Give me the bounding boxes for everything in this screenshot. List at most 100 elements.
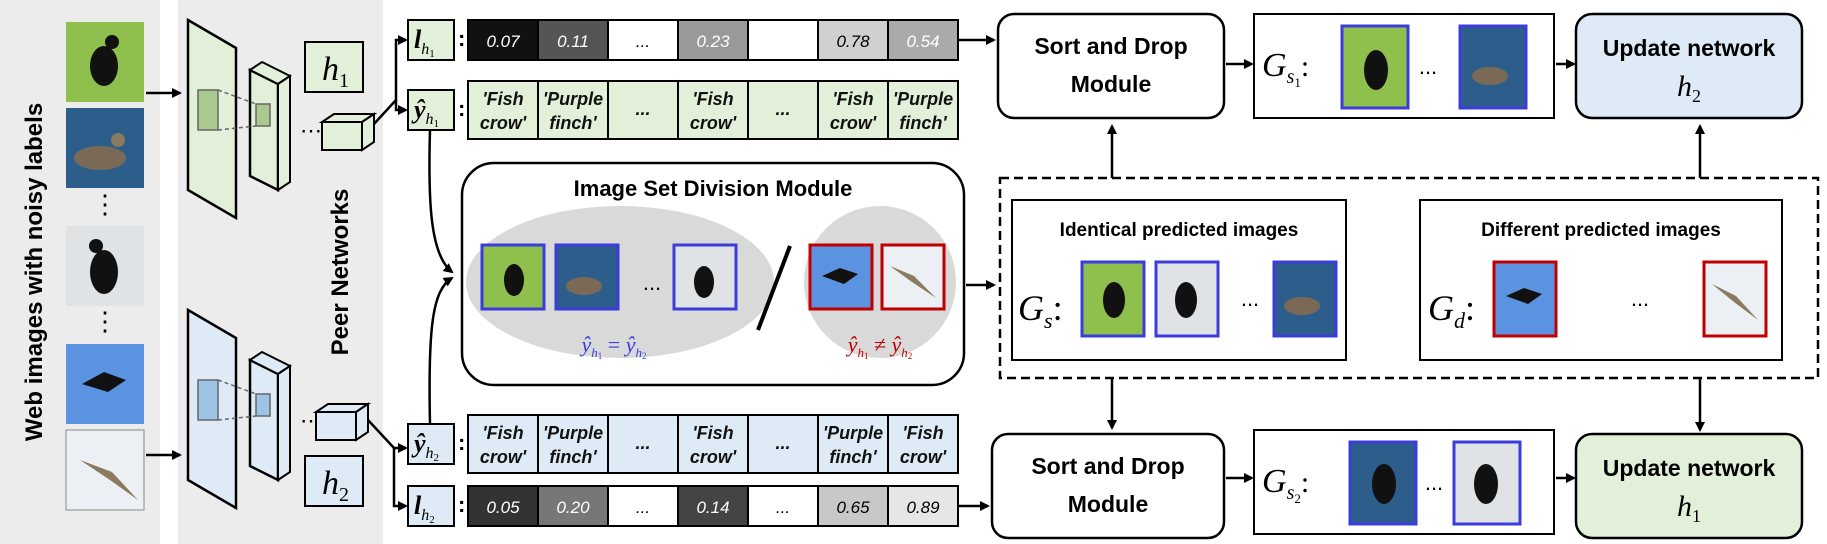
loss-cell — [677, 19, 749, 61]
gs1-duck-image — [1458, 24, 1528, 110]
division-duck-image — [554, 243, 620, 311]
division-crow-image-2 — [672, 243, 738, 311]
svg-text:lh1: lh1 — [414, 25, 435, 60]
prediction-cell — [677, 414, 749, 474]
svg-text::: : — [458, 96, 465, 121]
loss-h2-symbol: lh2 : — [407, 485, 465, 527]
loss-cell — [467, 19, 539, 61]
loss-value: ... — [776, 498, 790, 517]
prediction-ellipsis: ... — [635, 99, 650, 119]
prediction-label-line1: 'Fish — [902, 423, 943, 443]
svg-text:ŷh2: ŷh2 — [411, 429, 439, 464]
prediction-label-line1: 'Purple — [543, 423, 603, 443]
svg-text:ŷh1: ŷh1 — [411, 95, 439, 130]
gs1-symbol: Gs1: — [1262, 47, 1309, 90]
different-title: Different predicted images — [1481, 220, 1721, 241]
prediction-label-line2: crow' — [480, 447, 527, 467]
gs1-dots: ... — [1419, 54, 1437, 79]
gs-duck-image — [1272, 260, 1338, 338]
division-title: Image Set Division Module — [574, 176, 853, 201]
prediction-row-h2: 'Fishcrow''Purplefinch'...'Fishcrow'...'… — [467, 414, 959, 474]
gd-symbol: Gd: — [1428, 288, 1475, 333]
prediction-label-line2: finch' — [899, 113, 947, 133]
prediction-cell — [537, 80, 609, 140]
prediction-cell — [607, 414, 679, 474]
loss-cell — [817, 485, 889, 527]
loss-value: 0.14 — [696, 498, 729, 517]
image-set-division-module: Image Set Division Module ... ŷh1 = ŷh2 … — [460, 161, 966, 387]
update-bottom-net: h1 — [1677, 490, 1701, 526]
update-network-h2: Update network h2 — [1574, 12, 1804, 120]
sort-drop-top-line2: Module — [1071, 71, 1152, 97]
prediction-cell — [467, 414, 539, 474]
prediction-label-line1: 'Fish — [692, 423, 733, 443]
prediction-row-h1: 'Fishcrow''Purplefinch'...'Fishcrow'...'… — [467, 80, 959, 140]
prediction-label-line1: 'Fish — [482, 89, 523, 109]
equal-predictions-label: ŷh1 = ŷh2 — [580, 332, 647, 361]
loss-value: 0.78 — [836, 32, 870, 51]
gd-dots: ... — [1631, 286, 1649, 311]
svg-text:lh2: lh2 — [414, 491, 435, 526]
loss-value: 0.23 — [696, 32, 730, 51]
prediction-label-line2: finch' — [829, 447, 877, 467]
gs2-symbol: Gs2: — [1262, 463, 1309, 506]
loss-cell — [537, 485, 609, 527]
loss-value: ... — [636, 32, 650, 51]
update-top-label: Update network — [1603, 35, 1776, 61]
sort-drop-bottom-line1: Sort and Drop — [1031, 453, 1184, 479]
gs1-crow-image — [1340, 24, 1410, 110]
network-dots-h1: ⋯ — [300, 118, 322, 143]
svg-text::: : — [458, 492, 465, 517]
arrow-h1-to-pred — [394, 100, 408, 115]
gs-crow-image — [1080, 260, 1146, 338]
division-dots: ... — [643, 270, 661, 295]
prediction-label-line2: crow' — [690, 113, 737, 133]
sort-drop-module-top: Sort and Drop Module — [996, 12, 1226, 120]
prediction-label-line1: 'Fish — [832, 89, 873, 109]
sort-drop-top-line1: Sort and Drop — [1034, 33, 1187, 59]
prediction-ellipsis: ... — [635, 433, 650, 453]
arrow-h1-to-loss — [373, 35, 408, 125]
prediction-label-line2: finch' — [549, 113, 597, 133]
prediction-label-line1: 'Purple — [893, 89, 953, 109]
loss-value: 0.54 — [906, 32, 939, 51]
network-h2: ⋯ h2 — [186, 307, 372, 511]
gs-crow-image-2 — [1154, 260, 1220, 338]
h2-label-box — [304, 455, 364, 507]
gs2-crow-image — [1348, 440, 1418, 526]
prediction-label-line1: 'Fish — [692, 89, 733, 109]
arrow-h2-to-loss — [392, 448, 408, 511]
arrow-pred-h1-to-division — [428, 129, 454, 274]
h1-label: h1 — [322, 51, 349, 92]
network-h1: ⋯ h1 — [186, 17, 378, 221]
crow-thumbnail-2 — [66, 226, 144, 306]
vertical-dots-2: ⋮ — [92, 306, 118, 336]
update-network-h1: Update network h1 — [1574, 432, 1804, 540]
loss-value: ... — [636, 498, 650, 517]
loss-value: 0.65 — [836, 498, 870, 517]
sort-drop-bottom-line2: Module — [1068, 491, 1149, 517]
gs2-dots: ... — [1425, 470, 1443, 495]
peer-networks-label: Peer Networks — [327, 189, 354, 356]
prediction-cell — [887, 80, 959, 140]
groups-dashed-container — [998, 176, 1820, 380]
vertical-dots-1: ⋮ — [92, 189, 118, 219]
prediction-label-line2: crow' — [480, 113, 527, 133]
loss-h1-symbol: lh1 : — [407, 19, 465, 61]
gd-albatross-image — [1702, 260, 1768, 338]
h2-label: h2 — [322, 465, 349, 506]
loss-cell — [467, 485, 539, 527]
prediction-label-line1: 'Purple — [543, 89, 603, 109]
prediction-label-line2: crow' — [690, 447, 737, 467]
sort-drop-module-bottom: Sort and Drop Module — [990, 432, 1226, 540]
loss-cell — [537, 19, 609, 61]
pred-h2-symbol: ŷh2 : — [407, 423, 465, 465]
arrow-pred-h2-to-division — [428, 276, 454, 425]
prediction-cell — [817, 80, 889, 140]
albatross-thumbnail — [65, 429, 145, 511]
prediction-label-line1: 'Fish — [482, 423, 523, 443]
gs-symbol: Gs: — [1018, 288, 1063, 333]
gs-dots: ... — [1241, 286, 1259, 311]
